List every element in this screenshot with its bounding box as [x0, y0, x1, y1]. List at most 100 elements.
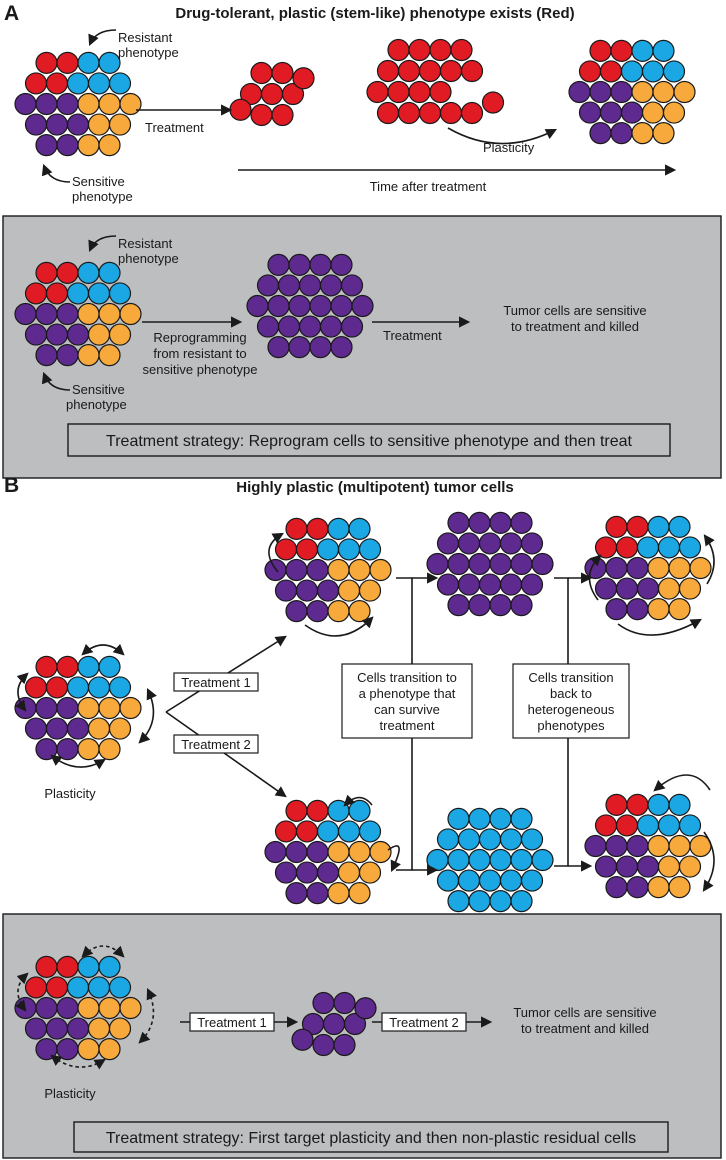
cell	[14, 696, 37, 720]
cell	[309, 253, 332, 276]
cell	[119, 696, 142, 720]
box-a-resistant-pointer	[88, 235, 117, 253]
cell	[24, 323, 48, 346]
cell	[295, 861, 319, 884]
reprogramming-label-1: Reprogramming	[153, 330, 246, 345]
box-b-treatment1-box	[189, 1012, 275, 1032]
cell	[568, 80, 591, 104]
cell	[45, 113, 69, 136]
cell	[271, 61, 294, 85]
cell	[267, 294, 290, 318]
cell	[56, 655, 79, 678]
cell	[605, 515, 628, 538]
back-box	[512, 663, 630, 739]
box-a-strategy-text: Treatment strategy: Reprogram cells to s…	[106, 433, 632, 450]
cell	[351, 294, 374, 318]
cell	[87, 282, 111, 305]
resistant-pointer-arrow	[88, 29, 117, 47]
cell	[605, 876, 628, 899]
cell	[408, 80, 431, 104]
box-a-resistant-label-2: phenotype	[118, 251, 179, 266]
cell	[295, 538, 319, 561]
cell	[292, 67, 315, 90]
cell	[610, 122, 633, 145]
panel-b-plasticity-label: Plasticity	[44, 786, 96, 801]
cell	[481, 91, 505, 114]
panel-a-title: Drug-tolerant, plastic (stem-like) pheno…	[175, 5, 574, 22]
cluster-top-loop-left	[268, 532, 284, 573]
cell	[274, 538, 298, 561]
cell	[250, 61, 273, 85]
cell	[274, 820, 298, 843]
cell	[376, 59, 400, 83]
cell	[652, 80, 675, 104]
back-label-1: Cells transition	[528, 670, 613, 685]
cell	[77, 955, 100, 978]
dashed-plasticity-right	[138, 987, 157, 1044]
cell	[288, 253, 311, 276]
cell	[578, 101, 602, 124]
treatment2-label: Treatment 2	[181, 737, 251, 752]
cell	[460, 59, 484, 83]
cell	[510, 552, 533, 576]
cell	[77, 738, 100, 761]
cell	[626, 793, 649, 816]
dashed-plasticity-left	[15, 972, 29, 1012]
final-bot-loop-top	[653, 774, 711, 792]
cell	[348, 558, 371, 582]
cluster-bot-loop-right	[387, 845, 401, 873]
cell	[489, 511, 512, 534]
cell	[426, 552, 449, 576]
cell	[66, 717, 90, 740]
cell	[309, 294, 332, 318]
cell	[652, 122, 675, 145]
cell	[520, 869, 544, 892]
surviving-blue-cluster	[426, 807, 554, 913]
cluster-top-loop-bottom	[304, 616, 374, 637]
surviving-purple-cluster	[426, 511, 554, 617]
cell	[285, 517, 308, 540]
sensitive-pointer-arrow	[41, 163, 71, 183]
panel-a-resistant-label-2: phenotype	[118, 45, 179, 60]
cell	[98, 696, 121, 720]
cell	[348, 882, 371, 905]
cell	[436, 532, 460, 555]
cell	[274, 579, 298, 602]
cell	[229, 98, 252, 121]
cell	[678, 577, 702, 600]
cell	[584, 834, 607, 858]
cell	[298, 315, 322, 338]
cell	[387, 80, 410, 104]
cell	[274, 861, 298, 884]
cell	[66, 113, 90, 136]
cell	[35, 696, 58, 720]
cell	[447, 807, 470, 830]
box-b-outcome-label-2: to treatment and killed	[521, 1021, 649, 1036]
box-b-treatment1-label: Treatment 1	[197, 1015, 267, 1030]
box-a-outcome-label-2: to treatment and killed	[511, 319, 639, 334]
cell	[626, 515, 649, 538]
cell	[35, 955, 58, 978]
back-label-2: back to	[550, 686, 592, 701]
cell	[298, 274, 322, 297]
cell	[316, 538, 340, 561]
reprogrammed-purple-cluster	[246, 253, 374, 359]
cell	[285, 799, 308, 822]
box-b-strategy-frame	[73, 1121, 669, 1153]
cell	[295, 820, 319, 843]
cell	[594, 814, 618, 837]
cell	[652, 39, 675, 62]
cell	[376, 101, 400, 125]
treatment1-cluster	[264, 517, 392, 623]
cell	[56, 261, 79, 284]
cell	[246, 294, 269, 318]
cell	[647, 834, 670, 858]
cell	[647, 556, 670, 580]
cell	[45, 1017, 69, 1040]
reprogramming-label-2: from resistant to	[153, 346, 246, 361]
plasticity-arrow	[447, 127, 557, 145]
back-label-4: phenotypes	[537, 718, 605, 733]
cell	[319, 274, 343, 297]
plasticity-arrow-top	[81, 643, 125, 656]
cell	[66, 676, 90, 699]
